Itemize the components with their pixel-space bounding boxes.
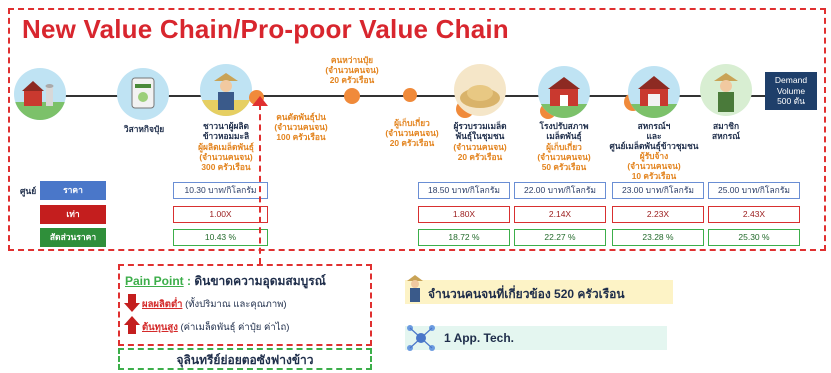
coop-name-1: สหกรณ์ฯ xyxy=(637,121,671,131)
chain-line xyxy=(30,95,775,97)
times-cell: 2.43X xyxy=(708,206,800,223)
mill-sub-3: 50 ครัวเรือน xyxy=(541,162,587,172)
pain-colon: : xyxy=(183,274,195,288)
pain-title: Pain Point : ดินขาดความอุดมสมบูรณ์ xyxy=(125,272,326,291)
fertilizer-label: วิสาหกิจปุ๋ย xyxy=(123,124,165,134)
row-label-price: ราคา xyxy=(40,181,106,200)
mill-icon xyxy=(538,66,590,118)
network-icon xyxy=(407,325,435,351)
fertilizer-bag-icon xyxy=(117,68,169,120)
mill-name-2: เมล็ดพันธุ์ xyxy=(546,131,582,141)
times-cell: 2.14X xyxy=(514,206,606,223)
farmer-icon xyxy=(200,64,252,116)
collector-name-2: พันธุ์ในชุมชน xyxy=(455,131,505,141)
up-arrow-icon xyxy=(252,96,268,106)
row-label-times: เท่า xyxy=(40,205,106,224)
farmer-person-icon xyxy=(407,275,423,302)
share-cell: 25.30 % xyxy=(708,229,800,246)
farmer-name-2: ข้าวหอมมะลิ xyxy=(202,131,250,141)
price-cell: 23.00 บาท/กิโลกรัม xyxy=(612,182,704,199)
fert-carrier-2: (จำนวนคนจน) xyxy=(325,65,379,75)
pain-item-2-tail: (ค่าเมล็ดพันธุ์ ค่าปุ๋ย ค่าไถ) xyxy=(177,322,290,333)
share-cell: 22.27 % xyxy=(514,229,606,246)
pain-point-box xyxy=(118,264,372,346)
farmer-sub-2: (จำนวนคนจน) xyxy=(199,152,253,162)
harvester-1: ผู้เก็บเกี่ยว xyxy=(394,118,430,128)
share-cell: 10.43 % xyxy=(173,229,268,246)
connector-line xyxy=(259,104,261,264)
planter-1: คนตัดพันธุ์ปน xyxy=(276,112,326,122)
times-cell: 1.00X xyxy=(173,206,268,223)
collector-sub-2: 20 ครัวเรือน xyxy=(457,152,503,162)
times-cell: 1.80X xyxy=(418,206,510,223)
app-tech-text: 1 App. Tech. xyxy=(444,331,515,345)
share-cell: 23.28 % xyxy=(612,229,704,246)
farmer-sub-3: 300 ครัวเรือน xyxy=(201,162,251,172)
seed-pile-icon xyxy=(454,64,506,116)
member-icon xyxy=(700,64,752,116)
app-tech-band xyxy=(405,326,667,350)
mill-name-1: โรงปรับสภาพ xyxy=(539,121,589,131)
orange-dot xyxy=(403,88,417,102)
demand-line-3: 500 ตัน xyxy=(777,96,805,106)
coop-sub-2: (จำนวนคนจน) xyxy=(627,161,681,171)
pain-item-2-head: ต้นทุนสูง xyxy=(142,322,178,333)
times-cell: 2.23X xyxy=(612,206,704,223)
coop-sub-1: ผู้รับจ้าง xyxy=(639,151,669,161)
row-label-share: สัดส่วนราคา xyxy=(40,228,106,247)
farmer-sub-1: ผู้ผลิตเมล็ดพันธุ์ xyxy=(198,142,254,152)
down-arrow-icon xyxy=(124,294,140,312)
fert-carrier-3: 20 ครัวเรือน xyxy=(329,75,375,85)
pain-text: ดินขาดความอุดมสมบูรณ์ xyxy=(194,274,326,288)
collector-name-1: ผู้รวบรวมเมล็ด xyxy=(453,121,507,131)
harvester-3: 20 ครัวเรือน xyxy=(389,138,435,148)
coop-name-2: และ xyxy=(646,131,662,141)
fert-carrier-1: คนหว่านปุ๋ย xyxy=(330,55,374,65)
coop-sub-3: 10 ครัวเรือน xyxy=(631,171,677,181)
poor-count-text: จำนวนคนจนที่เกี่ยวข้อง 520 ครัวเรือน xyxy=(428,287,625,301)
farm-icon xyxy=(14,68,66,120)
planter-2: (จำนวนคนจน) xyxy=(274,122,328,132)
poor-count-band xyxy=(405,280,673,304)
farmer-name-1: ชาวนาผู้ผลิต xyxy=(203,121,249,131)
price-cell: 25.00 บาท/กิโลกรัม xyxy=(708,182,800,199)
up-arrow-icon xyxy=(124,316,140,334)
page-title: New Value Chain/Pro-poor Value Chain xyxy=(22,14,509,44)
price-cell: 10.30 บาท/กิโลกรัม xyxy=(173,182,268,199)
price-cell: 22.00 บาท/กิโลกรัม xyxy=(514,182,606,199)
pain-item-1-head: ผลผลิตต่ำ xyxy=(142,299,183,310)
solution-box xyxy=(118,348,372,370)
demand-line-1: Demand xyxy=(774,75,808,85)
orange-dot xyxy=(344,88,360,104)
mill-sub-1: ผู้เก็บเกี่ยว xyxy=(546,142,582,152)
mill-sub-2: (จำนวนคนจน) xyxy=(537,152,591,162)
pain-label: Pain Point xyxy=(125,274,184,288)
planter-3: 100 ครัวเรือน xyxy=(276,132,326,142)
pain-item-2: ต้นทุนสูง (ค่าเมล็ดพันธุ์ ค่าปุ๋ย ค่าไถ) xyxy=(142,320,289,335)
coop-icon xyxy=(628,66,680,118)
pain-item-1: ผลผลิตต่ำ (ทั้งปริมาณ และคุณภาพ) xyxy=(142,297,287,312)
share-cell: 18.72 % xyxy=(418,229,510,246)
price-cell: 18.50 บาท/กิโลกรัม xyxy=(418,182,510,199)
pain-item-1-tail: (ทั้งปริมาณ และคุณภาพ) xyxy=(182,299,287,310)
table-left-label: ศูนย์ xyxy=(20,186,37,196)
demand-line-2: Volume xyxy=(776,85,806,96)
harvester-2: (จำนวนคนจน) xyxy=(385,128,439,138)
member-name-2: สหกรณ์ xyxy=(712,131,740,141)
coop-name-3: ศูนย์เมล็ดพันธุ์ข้าวชุมชน xyxy=(609,141,699,151)
member-name-1: สมาชิก xyxy=(712,121,740,131)
collector-sub-1: (จำนวนคนจน) xyxy=(453,142,507,152)
solution-text: จุลินทรีย์ย่อยตอซังฟางข้าว xyxy=(176,353,314,367)
demand-volume-box: Demand Volume 500 ตัน xyxy=(765,72,817,110)
